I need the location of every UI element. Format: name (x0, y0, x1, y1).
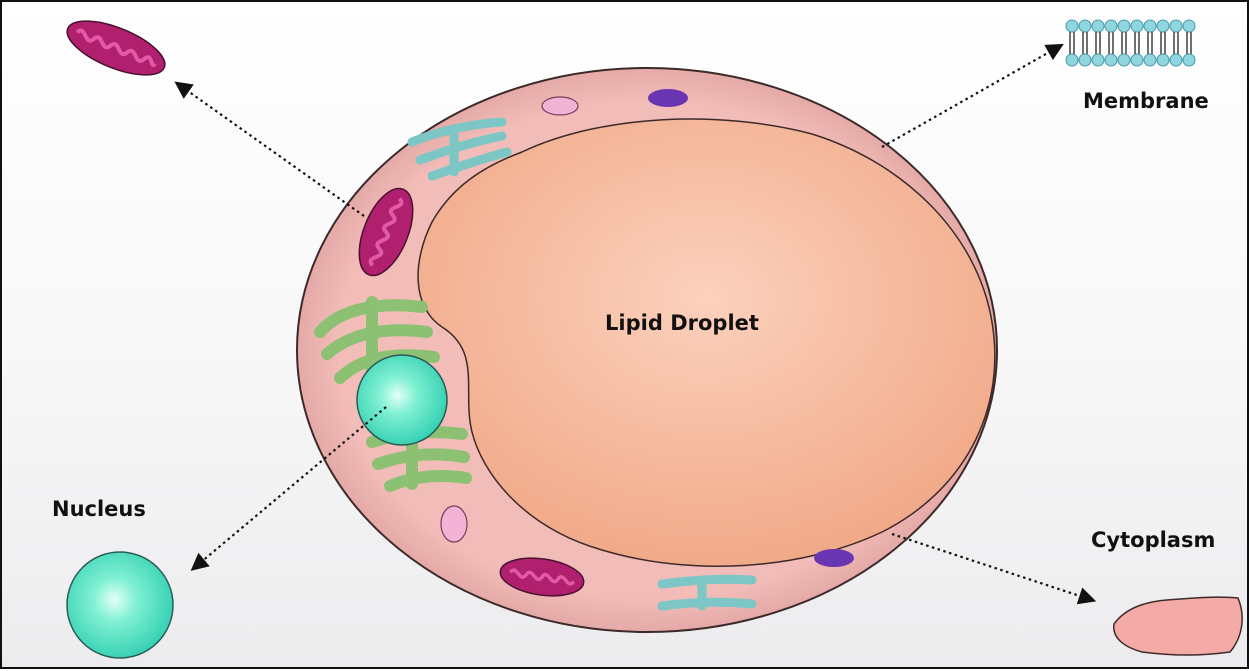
nucleus-label: Nucleus (52, 497, 146, 521)
lipid-droplet-label: Lipid Droplet (605, 311, 759, 335)
vesicle-purple-bottom (814, 549, 854, 567)
vesicle-pink-lower (441, 506, 467, 542)
cytoplasm-label: Cytoplasm (1091, 528, 1215, 552)
cytoplasm-icon (1114, 597, 1242, 655)
arrow-to-mitochondrion (178, 84, 364, 216)
nucleus-icon (67, 552, 173, 658)
nucleus-in-cell (357, 355, 447, 445)
mitochondrion-icon (60, 10, 171, 86)
membrane-bilayer-icon (1066, 20, 1195, 66)
arrow-to-membrane (882, 46, 1060, 147)
vesicle-pink-top (542, 97, 578, 115)
vesicle-purple-top (648, 89, 688, 107)
membrane-label: Membrane (1083, 89, 1209, 113)
arrow-to-cytoplasm (892, 534, 1092, 600)
